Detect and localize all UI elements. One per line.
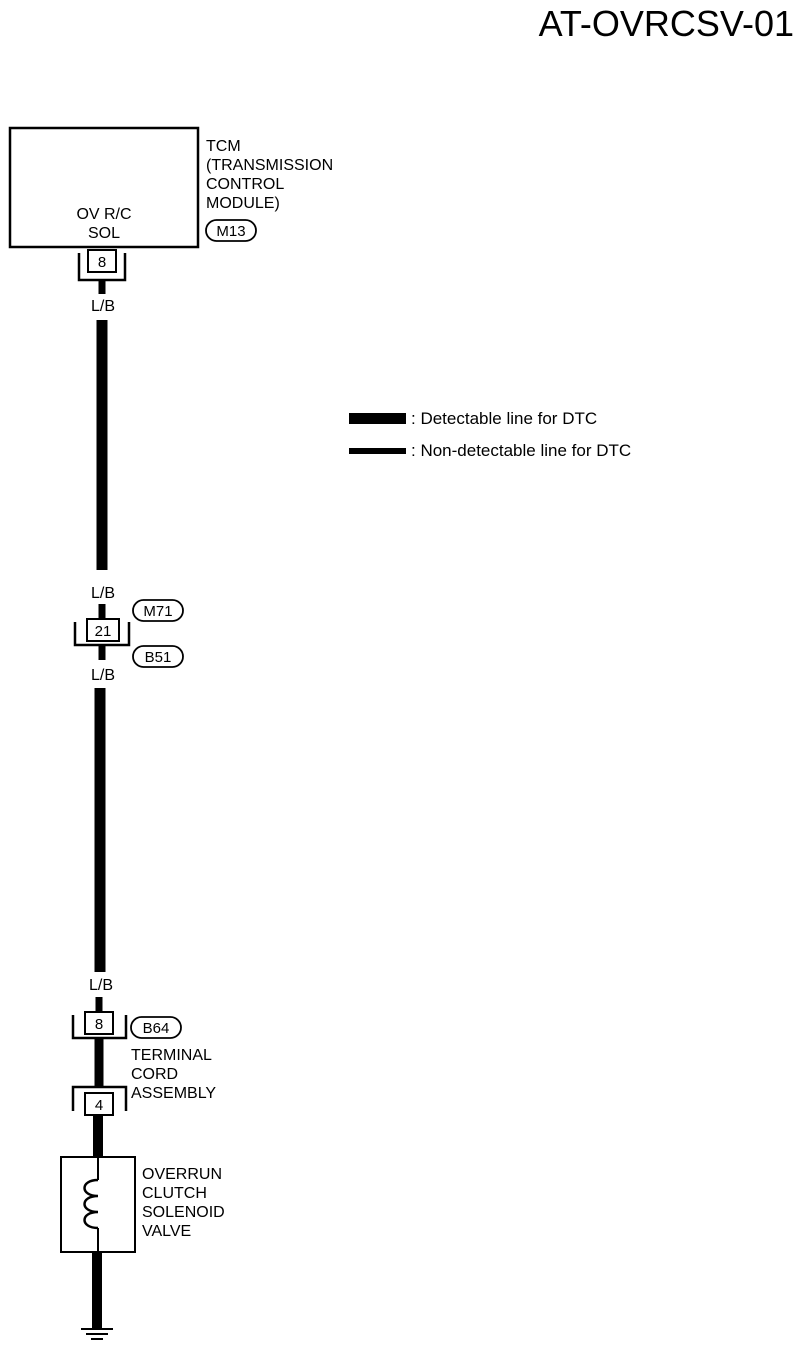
legend-non-detectable-swatch bbox=[349, 448, 406, 454]
terminal-cord-pin-number-top: 8 bbox=[95, 1016, 103, 1033]
tcm-connector-id: M13 bbox=[216, 223, 245, 240]
tcm-pin-number: 8 bbox=[98, 254, 106, 271]
solenoid-name-line-3: SOLENOID bbox=[142, 1204, 225, 1221]
legend-non-detectable-label: : Non-detectable line for DTC bbox=[411, 441, 631, 460]
legend-detectable-label: : Detectable line for DTC bbox=[411, 409, 597, 428]
joint-connector-badge-top bbox=[132, 599, 184, 622]
joint-connector-badge-bottom bbox=[132, 645, 184, 668]
tcm-terminal-label-line-1: OV R/C bbox=[76, 206, 131, 223]
tcm-box bbox=[8, 126, 200, 249]
terminal-cord-connector-id: B64 bbox=[143, 1020, 170, 1037]
terminal-cord-pin-number-bottom: 4 bbox=[95, 1097, 103, 1114]
tcm-connector-badge bbox=[205, 219, 257, 242]
solenoid-name-line-2: CLUTCH bbox=[142, 1185, 207, 1202]
solenoid-name-line-4: VALVE bbox=[142, 1223, 191, 1240]
terminal-cord-name-line-1: TERMINAL bbox=[131, 1047, 212, 1064]
wire-color-label: L/B bbox=[91, 667, 115, 684]
diagram-title: AT-OVRCSV-01 bbox=[539, 3, 794, 44]
tcm-name-line-4: MODULE) bbox=[206, 195, 280, 212]
joint-connector-pin-box bbox=[86, 618, 120, 642]
joint-connector-id-bottom: B51 bbox=[145, 649, 172, 666]
terminal-cord-connector-badge bbox=[130, 1016, 182, 1039]
tcm-terminal-label-line-2: SOL bbox=[88, 225, 120, 242]
joint-connector-pin-number: 21 bbox=[95, 623, 112, 640]
terminal-cord-name-line-2: CORD bbox=[131, 1066, 178, 1083]
terminal-cord-bracket-bottom bbox=[71, 1085, 128, 1111]
solenoid-coil-icon bbox=[83, 1178, 99, 1230]
joint-connector-id-top: M71 bbox=[143, 603, 172, 620]
tcm-name-line-2: (TRANSMISSION bbox=[206, 157, 333, 174]
wire-color-label: L/B bbox=[91, 585, 115, 602]
ground-icon bbox=[81, 1328, 113, 1340]
terminal-cord-name-line-3: ASSEMBLY bbox=[131, 1085, 216, 1102]
legend-detectable-swatch bbox=[349, 413, 406, 424]
tcm-name-line-1: TCM bbox=[206, 138, 241, 155]
tcm-name-line-3: CONTROL bbox=[206, 176, 284, 193]
tcm-pin-box bbox=[87, 249, 117, 273]
wire-color-label: L/B bbox=[91, 298, 115, 315]
solenoid-name-line-1: OVERRUN bbox=[142, 1166, 222, 1183]
wire-color-label: L/B bbox=[89, 977, 113, 994]
terminal-cord-pin-box-top bbox=[84, 1011, 114, 1035]
terminal-cord-pin-box-bottom bbox=[84, 1092, 114, 1116]
